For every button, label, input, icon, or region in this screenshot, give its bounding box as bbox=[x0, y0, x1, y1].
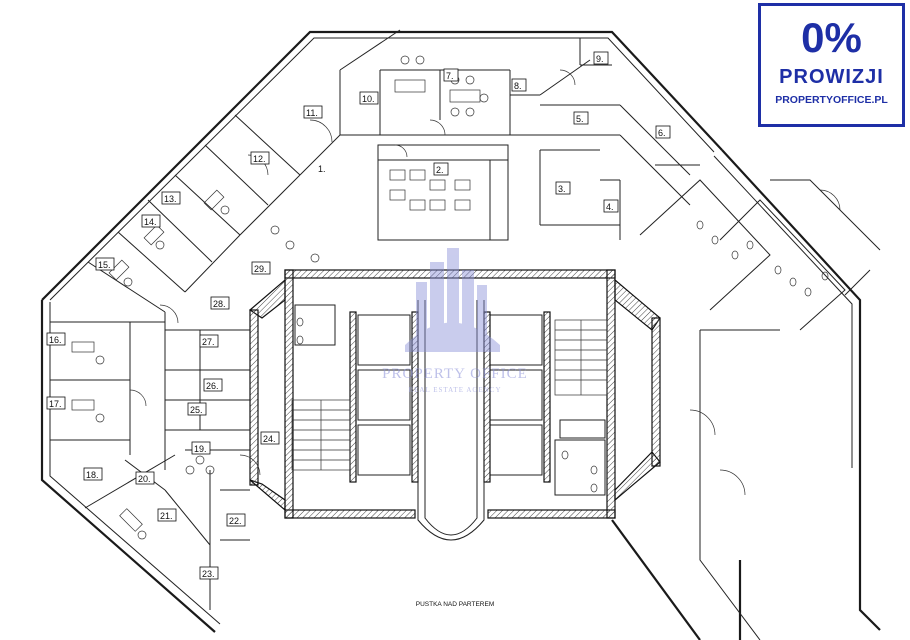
room-label: 19. bbox=[191, 441, 211, 455]
svg-text:25.: 25. bbox=[190, 405, 203, 415]
room-label: 23. bbox=[199, 566, 219, 580]
room-label: 7. bbox=[443, 68, 459, 82]
svg-text:9.: 9. bbox=[596, 54, 604, 64]
svg-text:13.: 13. bbox=[164, 194, 177, 204]
furniture bbox=[71, 55, 841, 540]
svg-text:5.: 5. bbox=[576, 114, 584, 124]
svg-text:11.: 11. bbox=[306, 108, 318, 118]
central-core bbox=[249, 269, 661, 541]
room-label: 3. bbox=[555, 181, 571, 195]
room-label: 28. bbox=[210, 296, 230, 310]
room-label: 22. bbox=[226, 513, 246, 527]
void-caption: PUSTKA NAD PARTEREM bbox=[416, 601, 495, 608]
svg-text:7.: 7. bbox=[446, 71, 454, 81]
svg-text:8.: 8. bbox=[514, 81, 522, 91]
room-label: 27. bbox=[199, 334, 219, 348]
room-label: 11. bbox=[303, 105, 323, 119]
svg-text:2.: 2. bbox=[436, 165, 444, 175]
svg-text:1.: 1. bbox=[318, 164, 326, 174]
room-label: 17. bbox=[46, 396, 66, 410]
svg-text:21.: 21. bbox=[160, 511, 173, 521]
room-label: 13. bbox=[161, 191, 181, 205]
room-label: 8. bbox=[511, 78, 527, 92]
svg-text:24.: 24. bbox=[263, 434, 276, 444]
svg-text:28.: 28. bbox=[213, 299, 226, 309]
room-label: 9. bbox=[593, 51, 609, 65]
svg-text:19.: 19. bbox=[194, 444, 207, 454]
room-label: 26. bbox=[203, 378, 223, 392]
room-label: 14. bbox=[141, 214, 161, 228]
room-label: 16. bbox=[46, 332, 66, 346]
svg-text:6.: 6. bbox=[658, 128, 666, 138]
room-label: 1. bbox=[318, 164, 326, 174]
room-label: 20. bbox=[135, 471, 155, 485]
watermark-tagline: REAL ESTATE AGENCY bbox=[408, 386, 501, 394]
svg-text:27.: 27. bbox=[202, 337, 215, 347]
svg-text:23.: 23. bbox=[202, 569, 215, 579]
room-label: 21. bbox=[157, 508, 177, 522]
svg-text:14.: 14. bbox=[144, 217, 157, 227]
room-label: 12. bbox=[250, 151, 270, 165]
interior-walls bbox=[50, 29, 881, 610]
room-label: 29. bbox=[251, 261, 271, 275]
badge-website: PROPERTYOFFICE.PL bbox=[775, 94, 888, 106]
commission-badge: 0% PROWIZJI PROPERTYOFFICE.PL bbox=[758, 3, 905, 127]
room-label: 10. bbox=[359, 91, 379, 105]
svg-text:10.: 10. bbox=[362, 94, 375, 104]
svg-text:18.: 18. bbox=[86, 470, 99, 480]
room-label: 24. bbox=[260, 431, 280, 445]
building-outline bbox=[40, 30, 881, 640]
watermark-name: PROPERTY OFFICE bbox=[382, 366, 528, 382]
room-label: 18. bbox=[83, 467, 103, 481]
room-label: 4. bbox=[603, 199, 619, 213]
room-labels: 1. 2. 3. 4. 5. 6. 7. 8. 9. 10. 11. 12. 1… bbox=[46, 51, 671, 580]
room-label: 2. bbox=[433, 162, 449, 176]
badge-commission: PROWIZJI bbox=[779, 66, 884, 88]
svg-text:17.: 17. bbox=[49, 399, 62, 409]
watermark-skyline-icon bbox=[405, 248, 500, 352]
svg-text:3.: 3. bbox=[558, 184, 566, 194]
badge-percent: 0% bbox=[801, 14, 862, 61]
svg-text:22.: 22. bbox=[229, 516, 242, 526]
svg-text:15.: 15. bbox=[98, 260, 111, 270]
svg-text:12.: 12. bbox=[253, 154, 266, 164]
svg-text:20.: 20. bbox=[138, 474, 151, 484]
room-label: 15. bbox=[95, 257, 115, 271]
room-label: 5. bbox=[573, 111, 589, 125]
room-label: 6. bbox=[655, 125, 671, 139]
room-label: 25. bbox=[187, 402, 207, 416]
svg-text:26.: 26. bbox=[206, 381, 219, 391]
watermark: PROPERTY OFFICE REAL ESTATE AGENCY bbox=[382, 248, 528, 394]
svg-text:4.: 4. bbox=[606, 202, 614, 212]
svg-text:16.: 16. bbox=[49, 335, 62, 345]
svg-text:29.: 29. bbox=[254, 264, 267, 274]
